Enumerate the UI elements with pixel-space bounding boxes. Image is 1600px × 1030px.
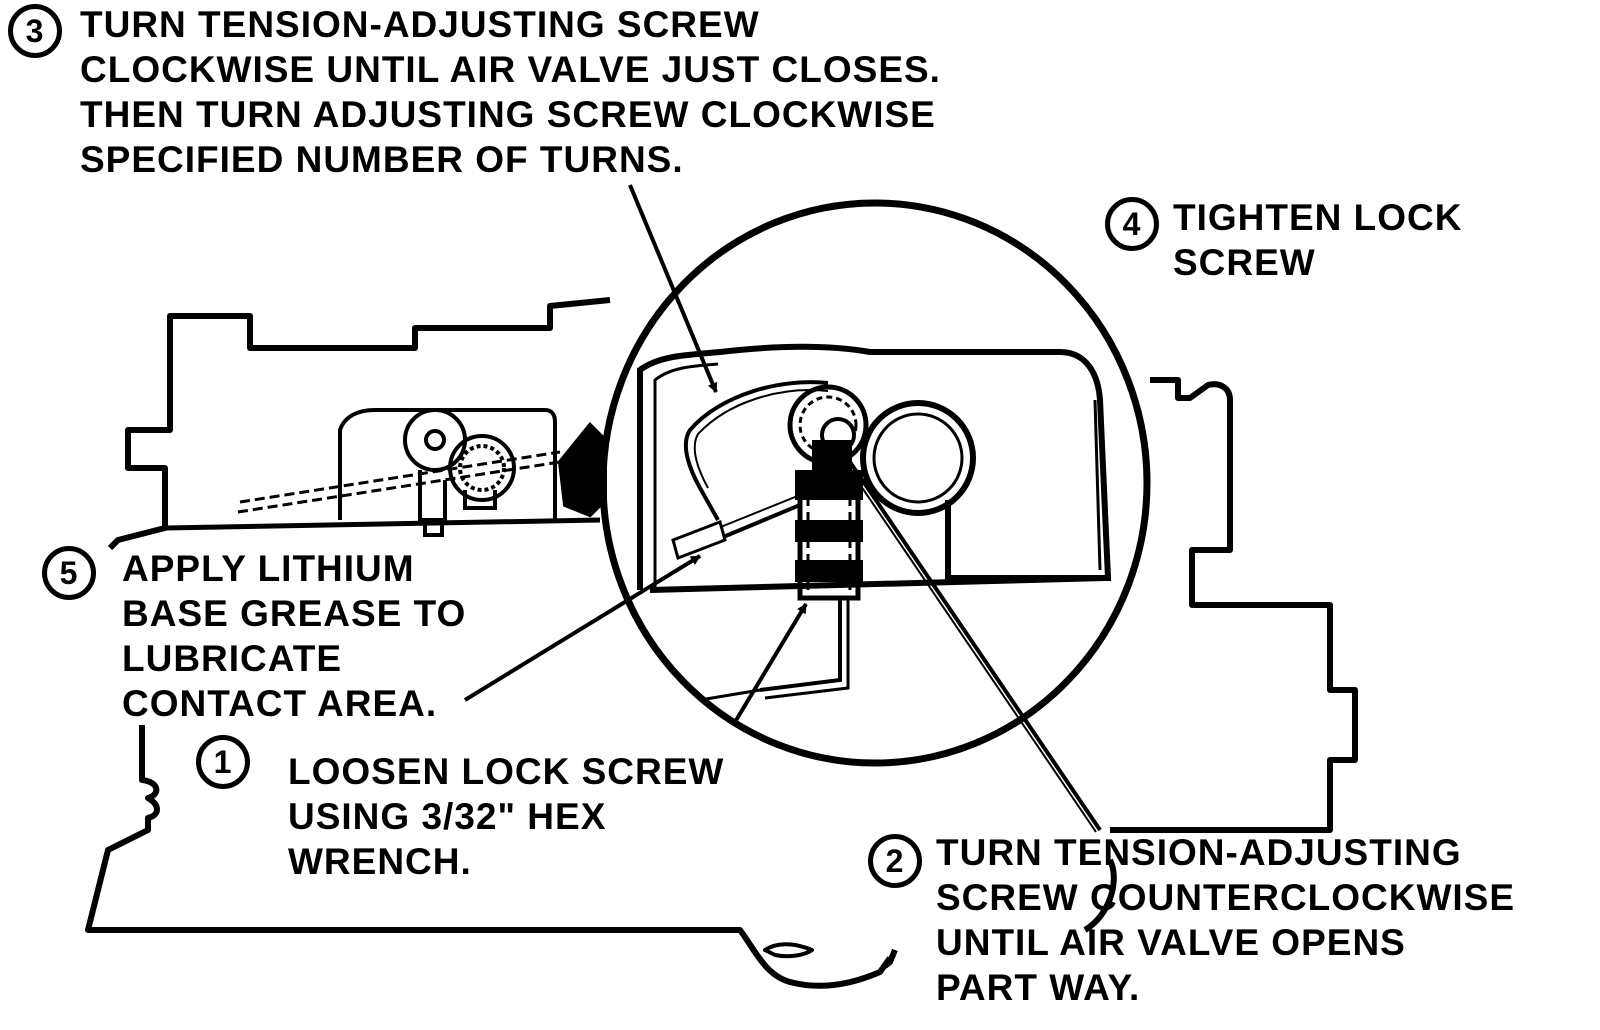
step-4-line-2: SCREW — [1173, 242, 1316, 283]
step-2-number-badge: 2 — [868, 834, 922, 888]
step-5-line-3: LUBRICATE — [122, 638, 343, 679]
leader-lines — [463, 184, 1102, 833]
step-3-line-4: SPECIFIED NUMBER OF TURNS. — [80, 139, 684, 180]
step-3-number-badge: 3 — [8, 4, 62, 58]
step-2-line-4: PART WAY. — [936, 967, 1141, 1008]
leader-step-1 — [733, 602, 808, 724]
step-4-number-badge: 4 — [1105, 197, 1159, 251]
leader-step-5 — [463, 554, 702, 702]
step-3-line-2: CLOCKWISE UNTIL AIR VALVE JUST CLOSES. — [80, 49, 941, 90]
step-3-line-3: THEN TURN ADJUSTING SCREW CLOCKWISE — [80, 94, 936, 135]
step-1-number-badge: 1 — [196, 735, 250, 789]
leader-step-2 — [848, 460, 1102, 832]
step-5-number-badge: 5 — [42, 546, 96, 600]
step-2-line-2: SCREW COUNTERCLOCKWISE — [936, 877, 1516, 918]
step-5-line-4: CONTACT AREA. — [122, 683, 438, 724]
leader-step-2b — [845, 463, 1097, 833]
step-1-line-3: WRENCH. — [288, 841, 472, 882]
step-4-line-1: TIGHTEN LOCK — [1173, 197, 1463, 238]
step-5-line-2: BASE GREASE TO — [122, 593, 467, 634]
step-2-line-1: TURN TENSION-ADJUSTING — [936, 832, 1462, 873]
step-2-line-3: UNTIL AIR VALVE OPENS — [936, 922, 1406, 963]
magnified-detail — [599, 199, 1151, 767]
step-5-line-1: APPLY LITHIUM — [122, 548, 415, 589]
step-1-line-2: USING 3/32" HEX — [288, 796, 607, 837]
leader-step-3 — [628, 184, 718, 393]
step-1-line-1: LOOSEN LOCK SCREW — [288, 751, 725, 792]
throttle-linkage — [237, 408, 607, 537]
step-3-line-1: TURN TENSION-ADJUSTING SCREW — [80, 4, 760, 45]
carburetor-body-outline — [85, 297, 1358, 989]
